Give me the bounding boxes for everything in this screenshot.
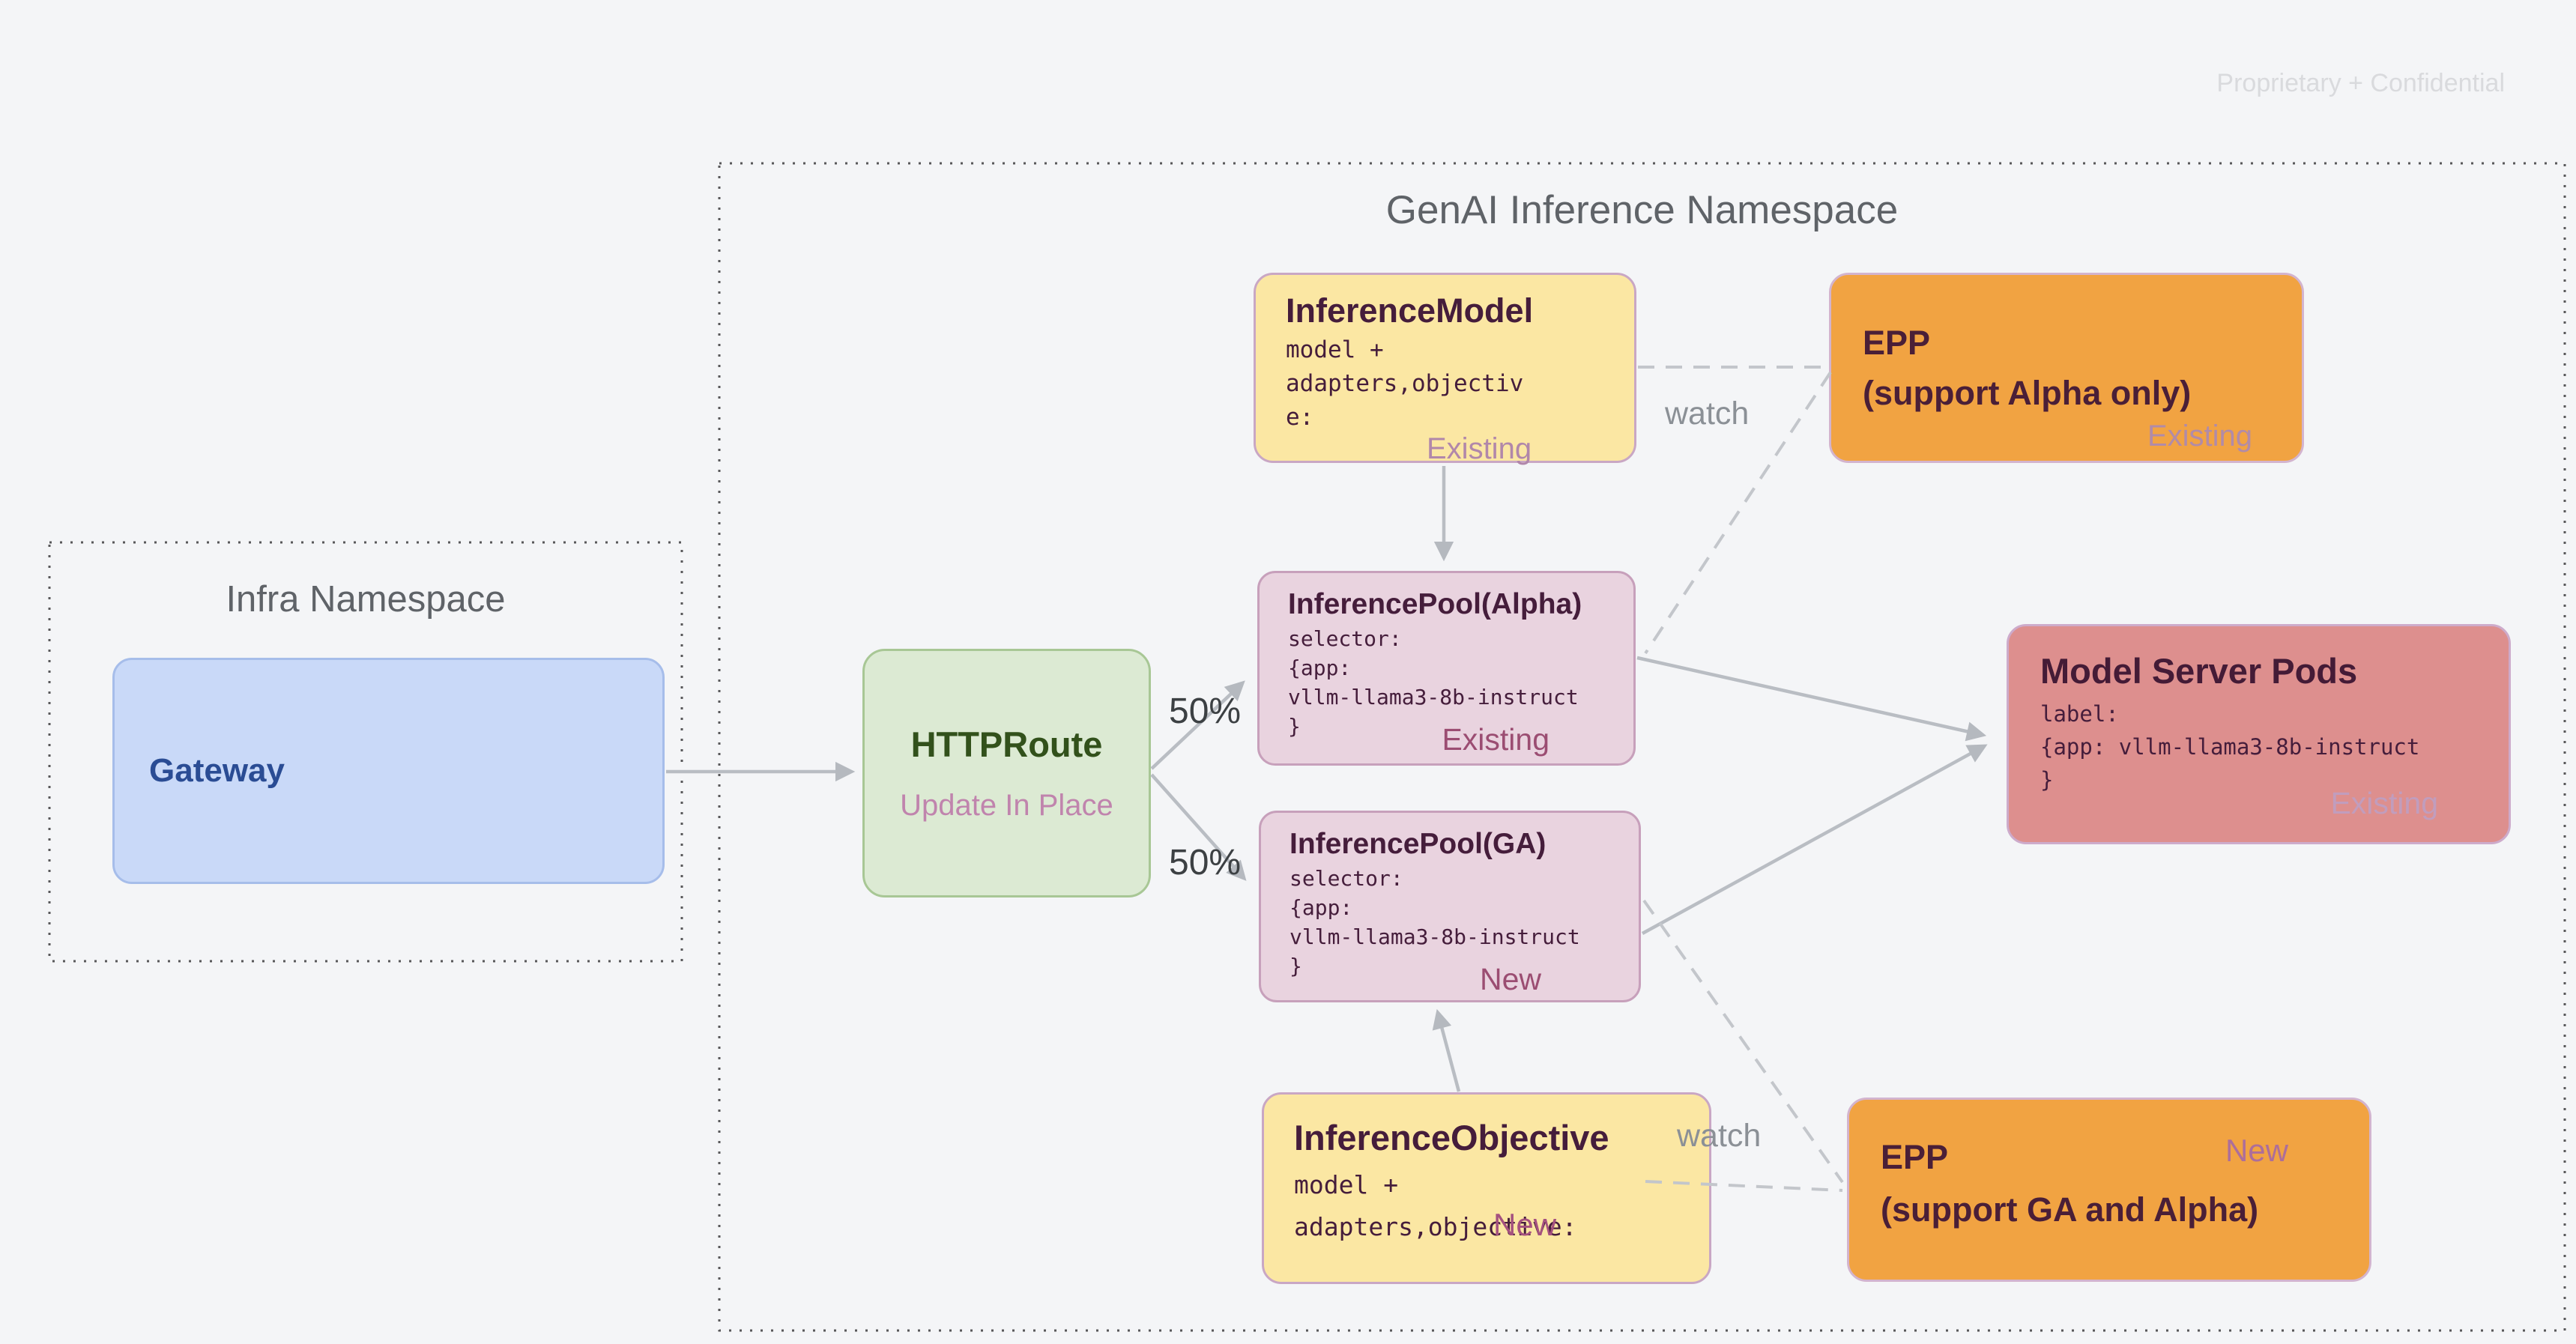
status-badge: New: [2225, 1133, 2288, 1168]
status-badge: New: [1479, 962, 1541, 996]
inference-objective-title: InferenceObjective: [1294, 1118, 1609, 1157]
status-badge: Existing: [1442, 722, 1549, 757]
inference-pool-ga-title: InferencePool(GA): [1289, 828, 1546, 860]
epp-ga-title: EPP: [1881, 1138, 1949, 1176]
inference-pool-alpha-title: InferencePool(Alpha): [1288, 588, 1582, 620]
edge-pool-alpha-pods: [1636, 656, 1987, 742]
genai-namespace-title: GenAI Inference Namespace: [1385, 188, 1899, 232]
edge-inferenceobjective-pool-ga: [1432, 1008, 1461, 1092]
status-badge: Existing: [2330, 786, 2438, 820]
confidential-watermark: Proprietary + Confidential: [2216, 69, 2505, 97]
infra-namespace-title: Infra Namespace: [226, 579, 506, 620]
model-server-pods-code: label: {app: vllm-llama3-8b-instruct }: [2040, 701, 2420, 793]
inference-model-node: InferenceModel model + adapters,objectiv…: [1254, 273, 1636, 465]
epp-alpha-title: EPP: [1863, 324, 1931, 362]
watch-label-bottom: watch: [1677, 1118, 1762, 1154]
epp-ga-node: EPP (support GA and Alpha) New: [1847, 1098, 2371, 1282]
model-server-pods-node: Model Server Pods label: {app: vllm-llam…: [2007, 624, 2511, 844]
gateway-node: Gateway: [112, 658, 665, 884]
httproute-title: HTTPRoute: [910, 724, 1103, 764]
inference-pool-ga-node: InferencePool(GA) selector: {app: vllm-l…: [1259, 811, 1641, 1002]
edge-pool-ga-pods: [1641, 744, 1988, 935]
inference-model-code: model + adapters,objectiv e:: [1286, 336, 1524, 431]
watch-label-top: watch: [1665, 396, 1750, 432]
status-badge: Existing: [1427, 432, 1532, 465]
inference-objective-node: InferenceObjective model + adapters,obje…: [1262, 1092, 1711, 1284]
epp-alpha-subtitle: (support Alpha only): [1863, 374, 2192, 412]
httproute-node: HTTPRoute Update In Place: [862, 649, 1151, 897]
httproute-subtitle: Update In Place: [900, 789, 1113, 822]
traffic-split-label-bottom: 50%: [1169, 843, 1242, 883]
gateway-title: Gateway: [149, 752, 285, 789]
inference-pool-ga-code: selector: {app: vllm-llama3-8b-instruct …: [1289, 866, 1580, 978]
epp-ga-subtitle: (support GA and Alpha): [1881, 1190, 2259, 1229]
traffic-split-label-top: 50%: [1169, 691, 1242, 731]
status-badge: New: [1493, 1207, 1557, 1242]
inference-model-title: InferenceModel: [1286, 291, 1534, 330]
model-server-pods-title: Model Server Pods: [2040, 651, 2358, 691]
status-badge: Existing: [2147, 420, 2252, 452]
epp-alpha-node: EPP (support Alpha only) Existing: [1829, 273, 2304, 463]
inference-pool-alpha-node: InferencePool(Alpha) selector: {app: vll…: [1257, 571, 1636, 766]
